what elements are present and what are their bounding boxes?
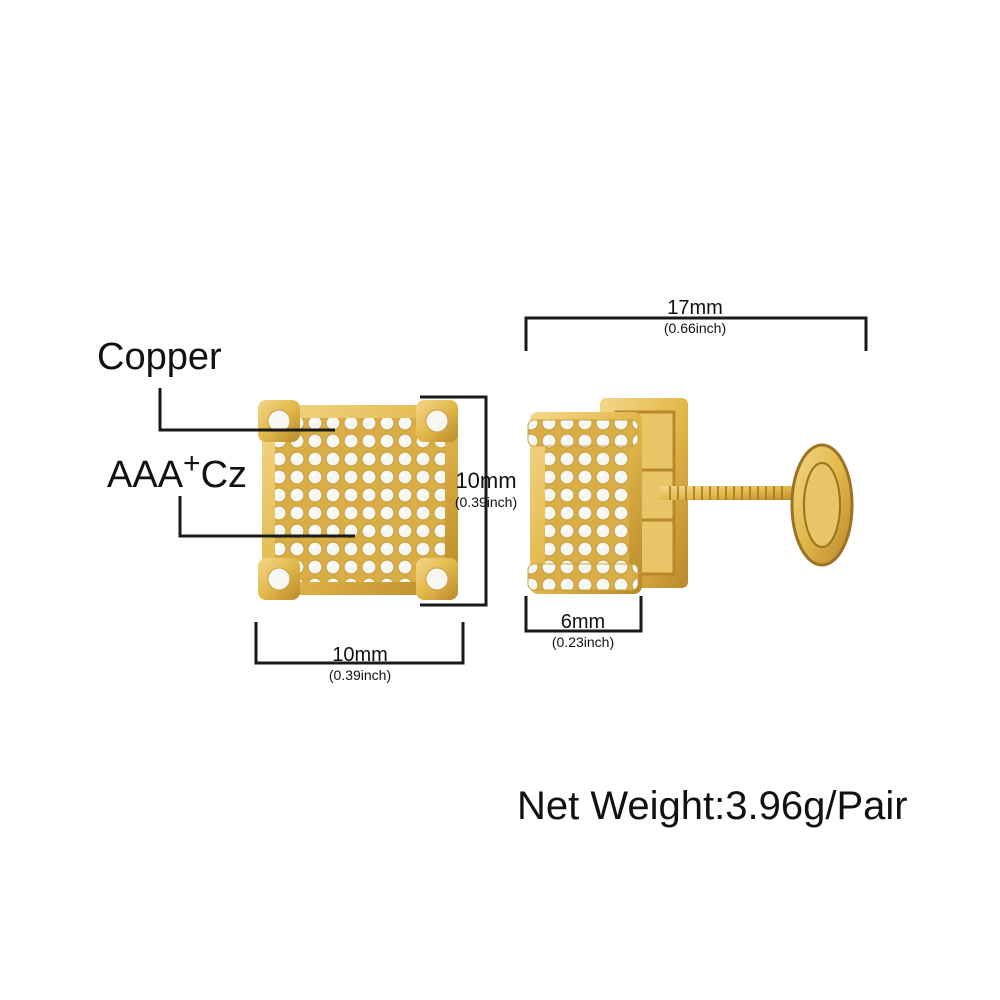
front-height-inch: (0.39inch) [454,494,518,510]
side-depth-bracket [524,596,643,633]
front-width-inch: (0.39inch) [328,667,392,683]
front-width-bracket [254,622,465,665]
front-height-bracket [420,395,488,607]
side-length-dimension: 17mm (0.66inch) [640,298,750,335]
side-length-bracket [524,316,868,351]
stone-label: AAA+Cz [107,449,248,496]
front-height-mm: 10mm [455,468,517,493]
callout-lines [158,388,355,538]
stone-type: Cz [200,454,248,496]
net-weight-label: Net Weight:3.96g/Pair [517,784,908,828]
copper-callout-line [158,388,335,432]
front-height-dimension: 10mm (0.39inch) [438,468,534,510]
side-depth-mm: 6mm [560,611,606,633]
stone-grade-plus: + [183,447,201,480]
side-earring-image [527,398,854,594]
material-label: Copper [97,336,222,378]
front-width-dimension: 10mm (0.39inch) [305,645,415,682]
side-length-mm: 17mm [667,297,723,319]
side-length-inch: (0.66inch) [663,320,727,336]
front-width-mm: 10mm [332,644,388,666]
front-earring-image [258,400,458,600]
cz-callout-line [178,496,355,538]
side-depth-inch: (0.23inch) [551,634,615,650]
side-depth-dimension: 6mm (0.23inch) [533,612,633,649]
stone-grade: AAA [107,454,184,496]
